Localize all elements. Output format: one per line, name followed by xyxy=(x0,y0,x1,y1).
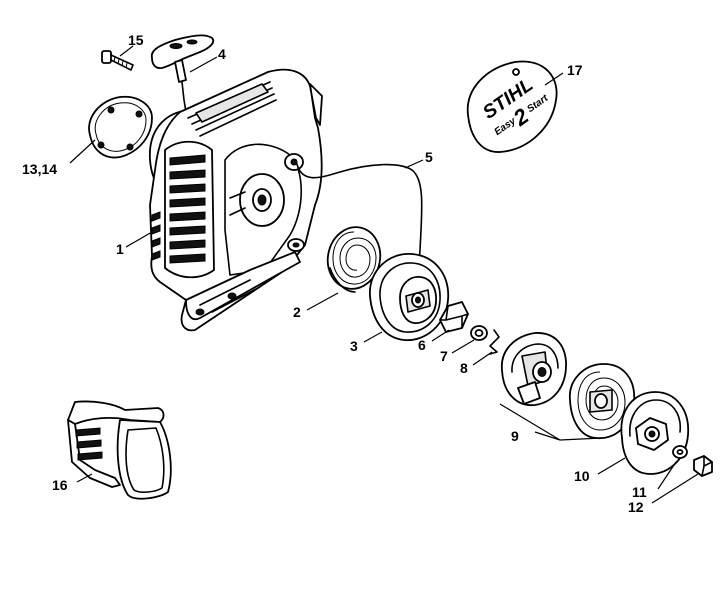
part-2-rewind-spring xyxy=(326,226,382,293)
part-3-rope-rotor xyxy=(369,253,449,341)
callout-9: 9 xyxy=(511,428,519,444)
callout-7: 7 xyxy=(440,348,448,364)
callout-15: 15 xyxy=(128,32,144,48)
callout-16: 16 xyxy=(52,477,68,493)
part-9-bracket-lines xyxy=(499,403,603,441)
part-11-washer xyxy=(672,445,688,459)
callout-1: 1 xyxy=(116,241,124,257)
part-10-cover-disc xyxy=(620,391,689,475)
part-16-shroud xyxy=(67,400,172,500)
part-9-carrier xyxy=(501,332,567,406)
part-1-fan-housing xyxy=(149,68,323,332)
callout-4: 4 xyxy=(218,46,226,62)
part-17-stihl-decal: STIHL Easy 2 Start xyxy=(466,60,558,153)
callout-8: 8 xyxy=(460,360,468,376)
callout-3: 3 xyxy=(350,338,358,354)
callout-12: 12 xyxy=(628,499,644,515)
callout-13-14: 13,14 xyxy=(22,161,57,177)
leader-lines xyxy=(69,45,699,504)
part-15-screw xyxy=(101,50,134,71)
callout-17: 17 xyxy=(567,62,583,78)
callout-11: 11 xyxy=(632,484,647,500)
callout-2: 2 xyxy=(293,304,301,320)
callout-labels: 15 4 13,14 1 5 2 3 6 7 8 9 10 11 12 16 1… xyxy=(22,32,647,515)
callout-5: 5 xyxy=(425,149,433,165)
callout-6: 6 xyxy=(418,337,426,353)
part-13-14-plate xyxy=(88,95,153,159)
part-7-washer xyxy=(470,325,488,341)
part-6-pawl xyxy=(439,301,469,333)
part-8-spring-clip xyxy=(489,329,500,355)
part-12-bolt xyxy=(693,455,713,477)
callout-10: 10 xyxy=(574,468,590,484)
